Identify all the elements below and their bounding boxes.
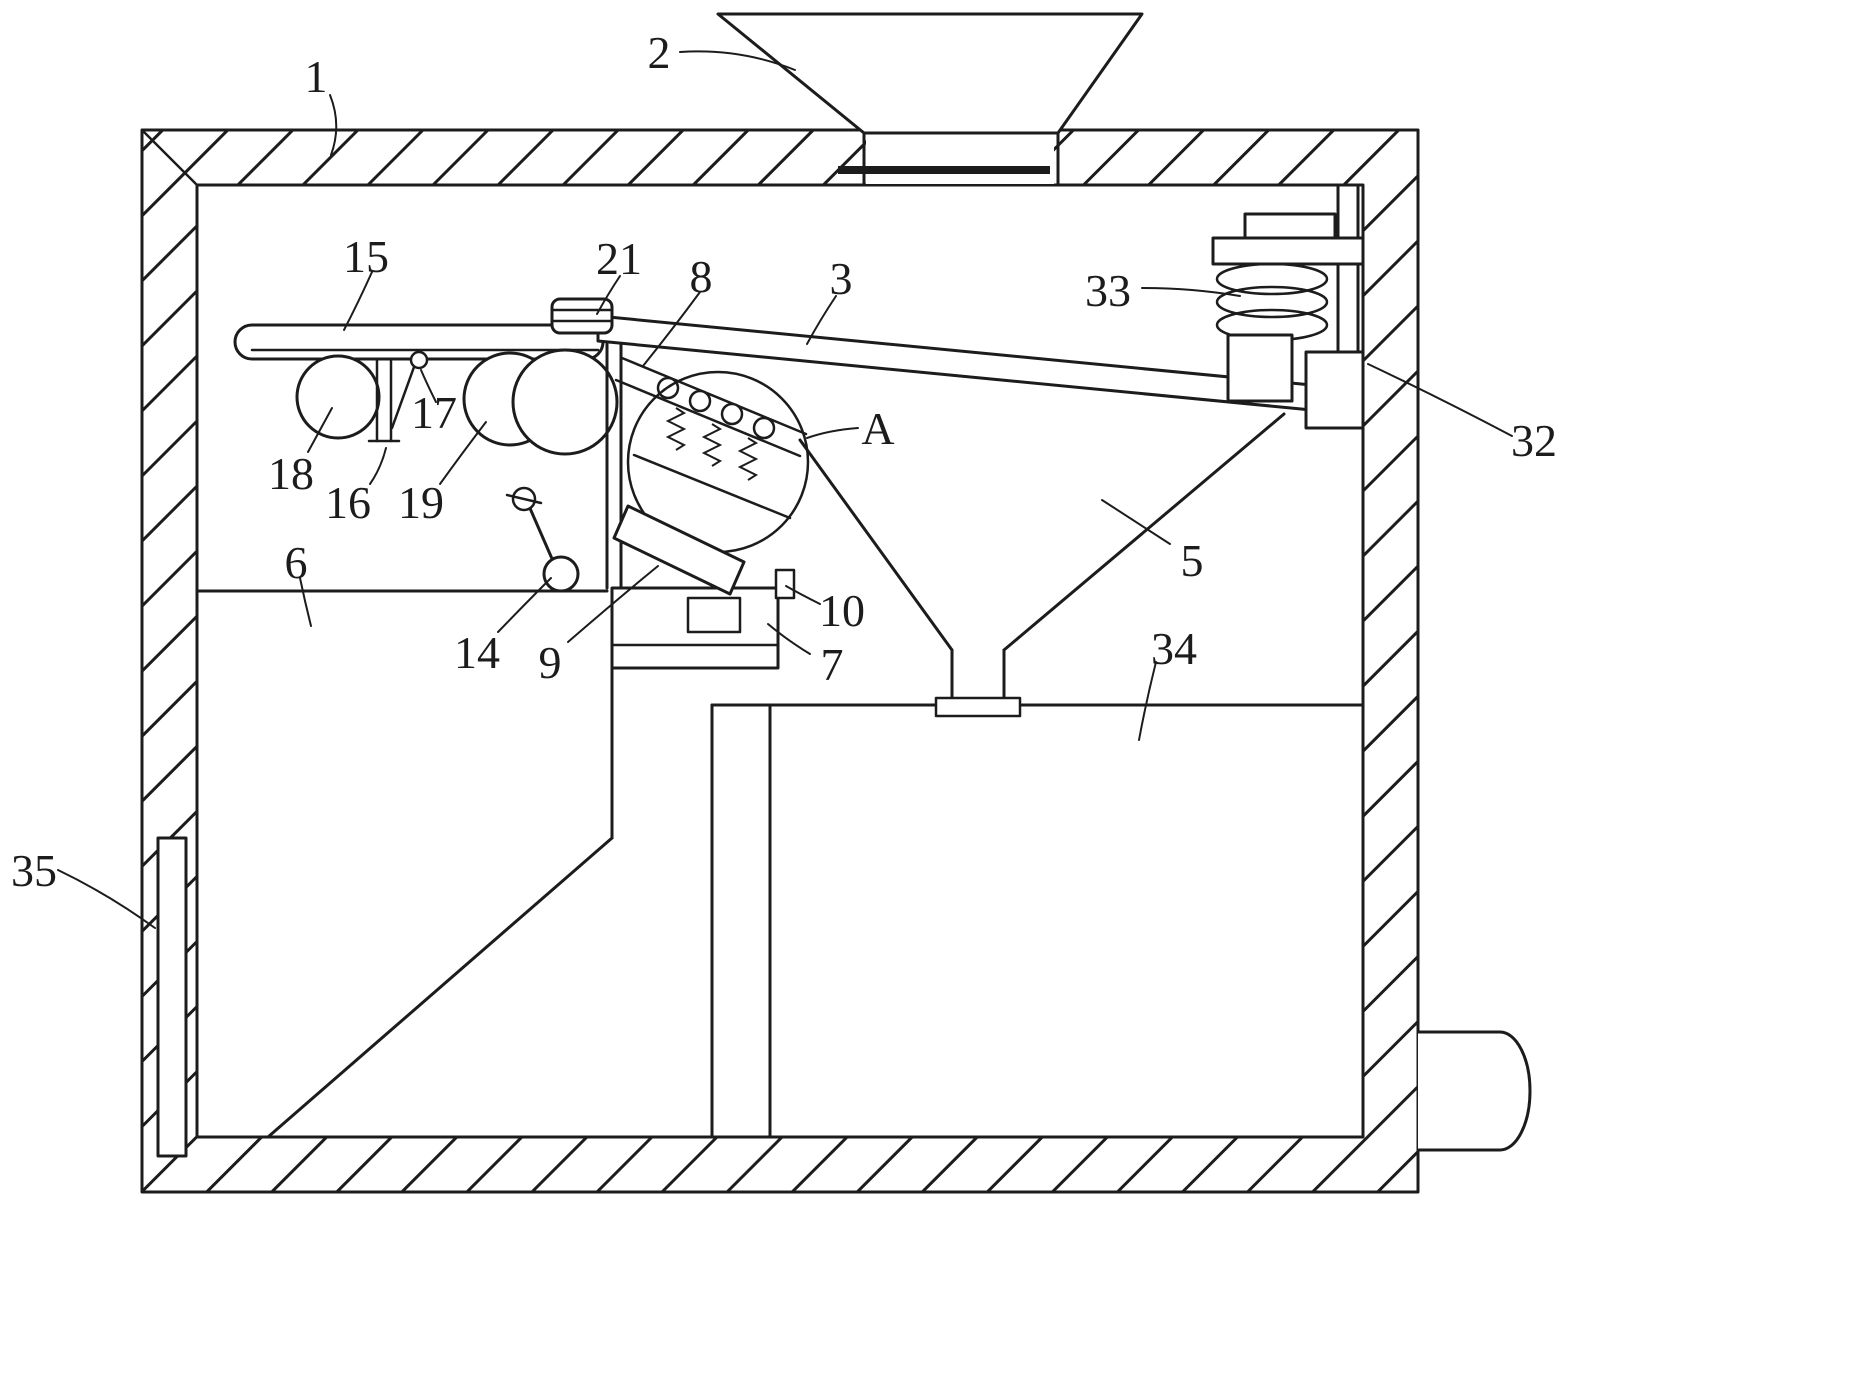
leader-17	[420, 369, 437, 403]
roller-19-front	[511, 348, 619, 456]
part-label-32: 32	[1511, 415, 1557, 466]
mini-spring-3	[737, 437, 759, 481]
leader-5	[1101, 499, 1171, 545]
housing-frame	[140, 128, 1420, 1194]
side-features	[156, 836, 1532, 1158]
leader-19	[439, 421, 487, 485]
leader-34	[1138, 661, 1157, 741]
hopper-neck-clearance	[866, 131, 1054, 184]
part-label-2: 2	[648, 27, 671, 78]
crank-hub-14	[542, 555, 580, 593]
pin-17-link	[390, 365, 416, 430]
part-label-35: 35	[11, 845, 57, 896]
side-slot-35	[156, 836, 188, 1158]
part-label-16: 16	[325, 477, 371, 528]
bin-6-slanted-floor	[266, 836, 614, 1139]
leader-33	[1141, 287, 1241, 297]
chute-and-crank	[505, 486, 746, 634]
conveyor-plate	[233, 323, 605, 361]
spring-cap-lower-plate	[1211, 236, 1365, 266]
part-label-33: 33	[1085, 265, 1131, 316]
leader-18	[307, 407, 333, 453]
leader-7	[767, 623, 811, 655]
frame-inner-edge	[195, 183, 1365, 1139]
part-label-A: A	[861, 403, 894, 454]
clamp-21	[550, 297, 614, 335]
spring-coil-2	[1215, 285, 1329, 319]
funnel-left-wall	[798, 438, 954, 652]
crank-rod	[527, 504, 555, 563]
middle-box	[610, 568, 796, 670]
crank-handle-bar	[505, 493, 543, 505]
leader-8	[642, 291, 701, 367]
part-label-18: 18	[268, 448, 314, 499]
part-label-9: 9	[539, 637, 562, 688]
ball-4	[752, 416, 776, 440]
leader-3	[806, 295, 837, 345]
frame-corner-bevel	[140, 128, 199, 187]
spring-base-block	[1226, 333, 1294, 403]
part-label-6: 6	[285, 537, 308, 588]
ball-rail-top	[620, 356, 808, 436]
feed-hopper	[716, 12, 1144, 186]
part-label-19: 19	[398, 477, 444, 528]
support-block-32	[1304, 350, 1365, 430]
ball-2	[688, 389, 712, 413]
chute-9-foot	[686, 596, 742, 634]
leader-16	[369, 447, 387, 485]
ball-base-rail	[632, 453, 792, 520]
leader-35	[57, 869, 156, 929]
leader-10	[785, 585, 821, 605]
chute-9-body	[612, 504, 746, 596]
roller-18	[295, 354, 381, 440]
leader-1	[329, 94, 338, 156]
spring-assembly	[1211, 184, 1365, 430]
spring-coil-1	[1215, 262, 1329, 296]
funnel-right-wall	[1002, 412, 1286, 652]
part-label-5: 5	[1181, 535, 1204, 586]
funnel	[798, 412, 1286, 704]
outlet-pipe	[1416, 1030, 1532, 1152]
funnel-neck-collar	[934, 696, 1022, 718]
leader-32	[1367, 363, 1513, 437]
part-label-14: 14	[454, 627, 500, 678]
ball-3	[720, 402, 744, 426]
part-label-8: 8	[690, 251, 713, 302]
part-label-3: 3	[830, 253, 853, 304]
tab-10	[774, 568, 796, 600]
part-label-1: 1	[305, 51, 328, 102]
leader-14	[497, 577, 552, 633]
leader-A	[806, 427, 859, 439]
spring-cap-upper-plate	[1243, 212, 1337, 242]
mini-spring-2	[701, 423, 723, 467]
part-label-7: 7	[821, 639, 844, 690]
part-labels: 1 2 15 21 8 3 33 32 A 18 17 16 19 6 14 9…	[11, 27, 1557, 896]
frame-outer-edge	[140, 128, 1420, 1194]
part-label-17: 17	[411, 387, 457, 438]
leader-lines	[57, 50, 1513, 929]
part-label-10: 10	[819, 585, 865, 636]
part-label-34: 34	[1151, 623, 1197, 674]
leader-9	[567, 565, 659, 643]
ball-rail-bottom	[614, 378, 802, 458]
mini-spring-1	[665, 407, 687, 451]
leader-2	[679, 50, 796, 71]
part-label-15: 15	[343, 231, 389, 282]
leader-21	[596, 275, 621, 315]
leader-15	[343, 271, 373, 331]
pin-17	[409, 350, 429, 370]
part-label-21: 21	[596, 233, 642, 284]
leader-6	[299, 577, 312, 627]
output-box	[710, 696, 1365, 1139]
